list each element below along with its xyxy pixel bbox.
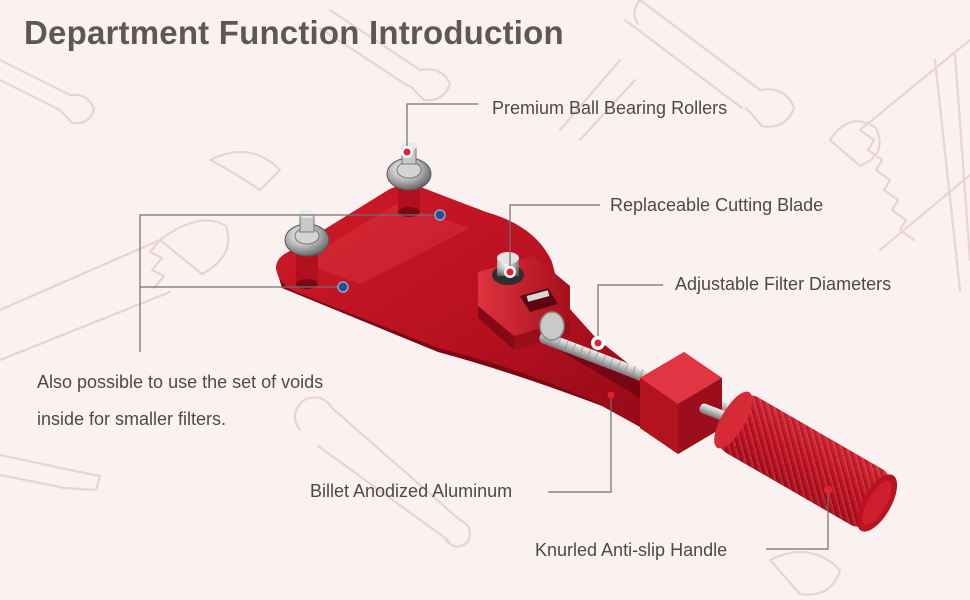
red-dot-marker xyxy=(594,339,602,347)
bearing-roller-left xyxy=(284,210,330,289)
callout-handle: Knurled Anti-slip Handle xyxy=(535,540,728,560)
saw-icon xyxy=(0,219,230,362)
red-dot-marker xyxy=(607,391,615,399)
leader-line-aluminum xyxy=(548,395,612,493)
callout-rollers: Premium Ball Bearing Rollers xyxy=(492,98,728,118)
red-dot-marker xyxy=(824,486,832,494)
callout-voids-line-2: inside for smaller filters. xyxy=(37,409,227,429)
leader-line-rollers xyxy=(406,103,478,152)
wrench-icon xyxy=(208,150,282,192)
wrench-icon xyxy=(293,396,471,548)
wrench-icon xyxy=(558,58,842,596)
callout-aluminum: Billet Anodized Aluminum xyxy=(310,481,513,501)
saw-icon xyxy=(828,38,970,252)
red-dot-marker xyxy=(506,268,514,276)
leader-line-diameters xyxy=(597,284,663,344)
bearing-roller-right xyxy=(386,142,432,217)
wrench-icon xyxy=(623,0,796,128)
callout-voids-line-1: Also possible to use the set of voids xyxy=(37,372,324,392)
screwdriver-icon xyxy=(933,53,970,292)
screwdriver-icon xyxy=(0,453,102,492)
callout-blade: Replaceable Cutting Blade xyxy=(610,195,824,215)
red-dot-marker xyxy=(403,148,411,156)
wrench-icon xyxy=(0,58,96,125)
blue-dot-marker xyxy=(434,209,446,221)
leader-line-voids xyxy=(139,214,440,352)
page-title: Department Function Introduction xyxy=(24,14,564,51)
wrench-icon xyxy=(318,8,452,102)
leader-line-handle xyxy=(766,490,829,550)
blue-dot-marker xyxy=(337,281,349,293)
callout-diameters: Adjustable Filter Diameters xyxy=(675,274,892,294)
leader-line-blade xyxy=(509,204,600,270)
